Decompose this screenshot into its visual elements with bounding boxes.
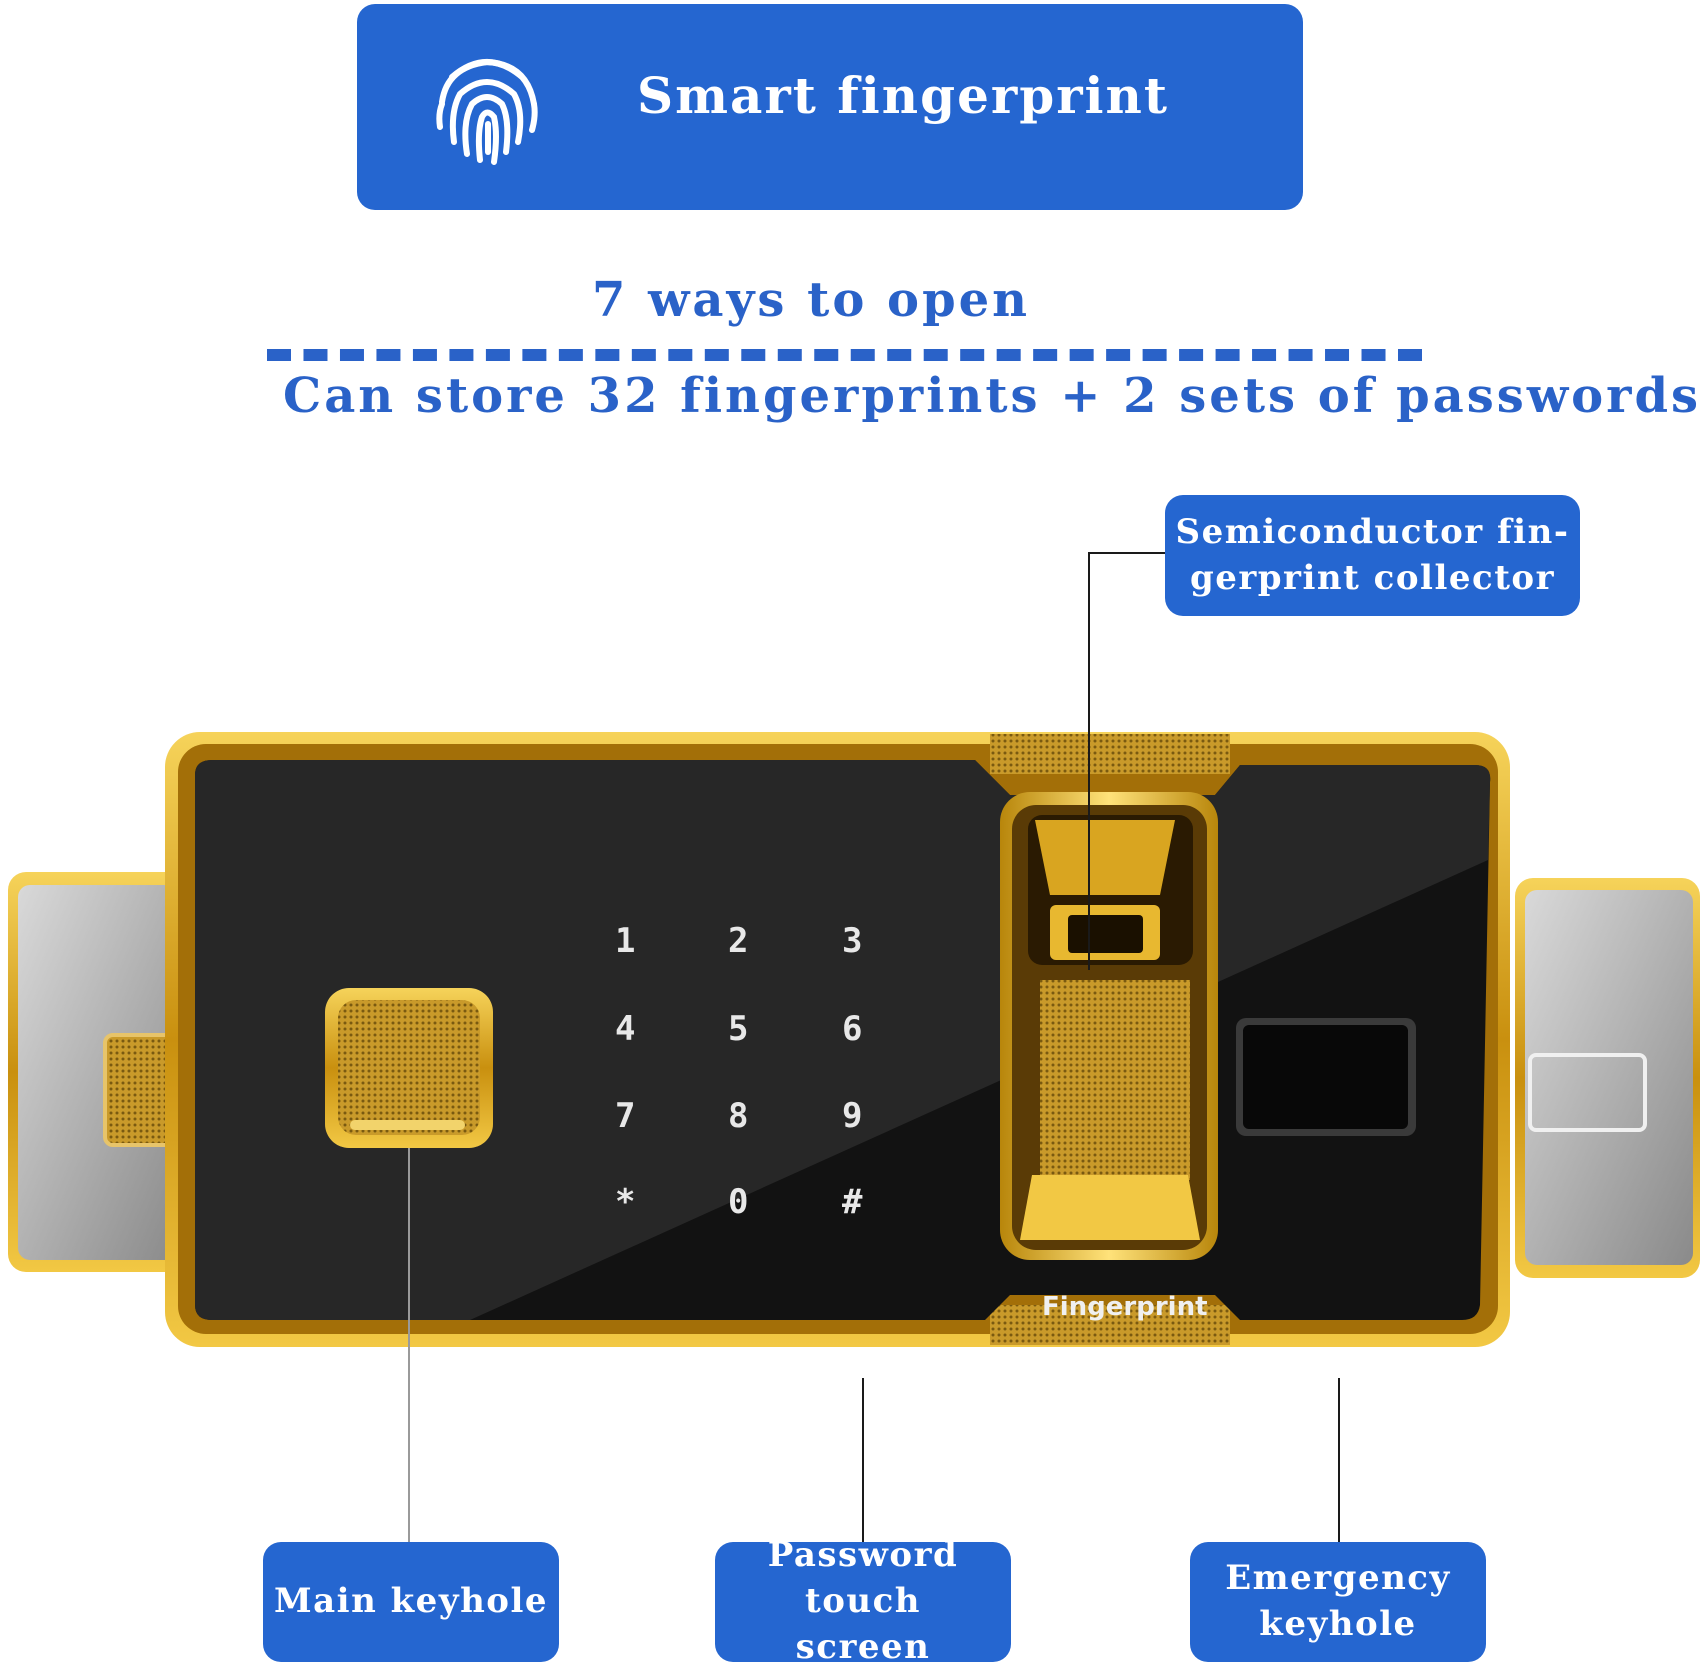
leader-line-semiconductor <box>1088 552 1090 970</box>
fingerprint-icon <box>436 58 538 165</box>
callout-main-keyhole: Main keyhole <box>263 1542 559 1662</box>
main-keyhole <box>325 988 493 1148</box>
keypad-key: # <box>842 1182 863 1222</box>
callout-password-touch-screen: Password touch screen <box>715 1535 1011 1667</box>
dashed-divider <box>267 349 1422 361</box>
leader-line-semiconductor-h <box>1088 552 1166 554</box>
title-banner: Smart fingerprint <box>357 4 1303 210</box>
keypad-key: 4 <box>615 1009 635 1049</box>
keypad-key: 8 <box>728 1096 748 1136</box>
headline: 7 ways to open <box>592 272 1031 328</box>
callout-semiconductor-collector: Semiconductor fin- gerprint collector <box>1165 495 1580 616</box>
keypad-key: 2 <box>728 921 748 961</box>
fingerprint-label: Fingerprint <box>1042 1292 1208 1322</box>
callout-emergency-keyhole: Emergency keyhole <box>1190 1542 1486 1662</box>
subheadline: Can store 32 fingerprints + 2 sets of pa… <box>283 368 1702 424</box>
callout-password-line2: screen <box>795 1626 931 1667</box>
emergency-keyhole <box>1236 1018 1416 1136</box>
keypad-key: 3 <box>842 921 862 961</box>
leader-line-keyhole <box>408 1148 410 1542</box>
leader-line-password <box>862 1378 864 1542</box>
callout-emergency-line1: Emergency <box>1225 1558 1451 1599</box>
callout-semiconductor-line2: gerprint collector <box>1189 557 1555 598</box>
keypad-key: 6 <box>842 1009 862 1049</box>
keypad-key: 0 <box>728 1182 748 1222</box>
keypad-key: * <box>615 1182 635 1222</box>
fingerprint-reader <box>1000 792 1218 1260</box>
keypad: 1 2 3 4 5 6 7 8 9 * 0 # <box>615 921 863 1222</box>
banner-title: Smart fingerprint <box>637 66 1169 125</box>
keypad-key: 5 <box>728 1009 748 1049</box>
callout-semiconductor-line1: Semiconductor fin- <box>1175 511 1570 552</box>
callout-main-keyhole-label: Main keyhole <box>273 1581 549 1622</box>
callout-password-line1: Password touch <box>767 1535 959 1622</box>
callout-emergency-line2: keyhole <box>1259 1604 1417 1644</box>
right-bolt-wing <box>1515 878 1700 1278</box>
keypad-key: 1 <box>615 921 635 961</box>
keypad-key: 7 <box>615 1096 635 1136</box>
left-bolt-wing <box>8 872 183 1272</box>
safe-lock-panel: 1 2 3 4 5 6 7 8 9 * 0 # Fingerprint <box>8 732 1700 1347</box>
keypad-key: 9 <box>842 1096 862 1136</box>
leader-line-emergency <box>1338 1378 1340 1542</box>
